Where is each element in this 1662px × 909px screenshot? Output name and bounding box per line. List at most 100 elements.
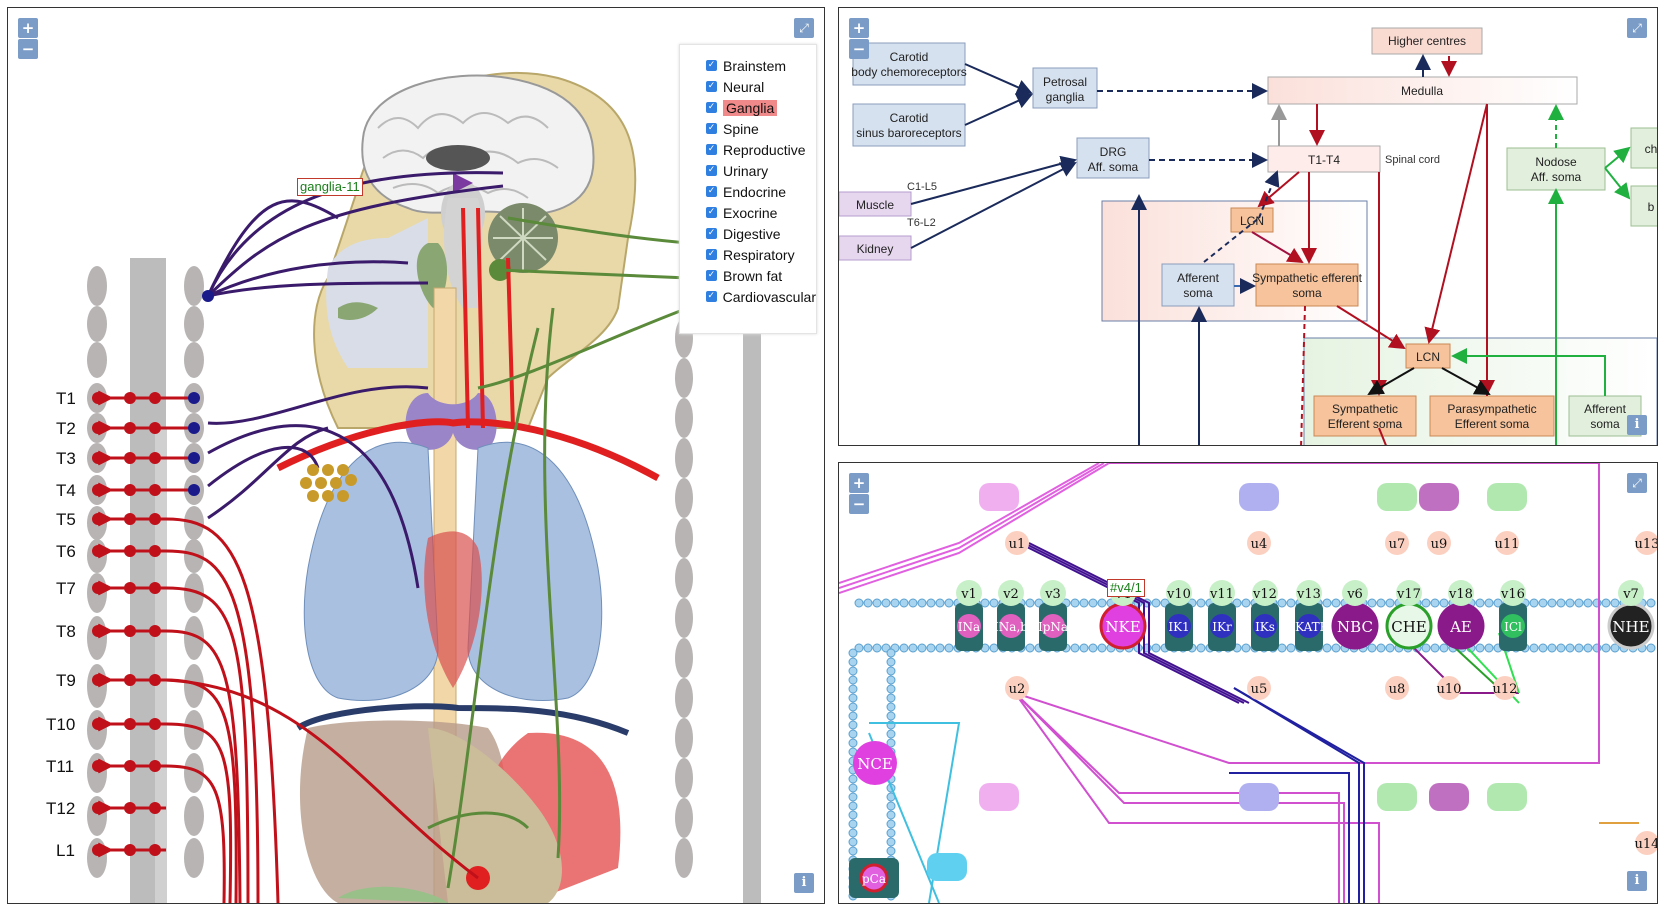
legend-item-urinary[interactable]: ✓Urinary — [680, 160, 816, 181]
lipid-head — [854, 598, 864, 608]
channel-label: INa,b — [994, 620, 1028, 634]
node-v1 — [956, 580, 982, 606]
transporter-label: NKE — [1105, 618, 1140, 636]
lipid-head — [848, 792, 858, 802]
legend-item-spine[interactable]: ✓Spine — [680, 118, 816, 139]
checkbox-icon[interactable]: ✓ — [706, 165, 717, 176]
quantity-bubble — [1239, 783, 1279, 811]
lipid-head — [908, 598, 918, 608]
spine-node — [92, 422, 104, 434]
channel-label: ICl — [1504, 620, 1522, 634]
zoom-in-button[interactable]: + — [849, 473, 869, 493]
spine-node — [149, 760, 161, 772]
spine-node — [124, 513, 136, 525]
lipid-head — [917, 598, 927, 608]
zoom-out-button[interactable]: − — [849, 39, 869, 59]
fullscreen-button[interactable]: ⤢ — [794, 18, 814, 38]
spine-node — [124, 760, 136, 772]
lipid-head — [1376, 643, 1386, 653]
spine-node — [92, 625, 104, 637]
legend-item-exocrine[interactable]: ✓Exocrine — [680, 202, 816, 223]
checkbox-icon[interactable]: ✓ — [706, 102, 717, 113]
lipid-head — [1646, 643, 1656, 653]
checkbox-icon[interactable]: ✓ — [706, 144, 717, 155]
transporter-label: NHE — [1612, 618, 1649, 636]
node-label: v6 — [1346, 587, 1363, 602]
info-button[interactable]: i — [1627, 871, 1647, 891]
lipid-head — [1196, 643, 1206, 653]
node-v2 — [998, 580, 1024, 606]
lipid-head — [886, 819, 896, 829]
spine-level-label: T1 — [56, 389, 76, 408]
lipid-head — [1583, 643, 1593, 653]
legend-item-digestive[interactable]: ✓Digestive — [680, 223, 816, 244]
spine-node — [92, 760, 104, 772]
checkbox-icon[interactable]: ✓ — [706, 123, 717, 134]
node-v6 — [1342, 580, 1368, 606]
legend-item-brown-fat[interactable]: ✓Brown fat — [680, 265, 816, 286]
legend-item-endocrine[interactable]: ✓Endocrine — [680, 181, 816, 202]
lipid-head — [886, 846, 896, 856]
node-label: u2 — [1009, 682, 1026, 697]
fullscreen-button[interactable]: ⤢ — [1627, 18, 1647, 38]
lipid-head — [886, 702, 896, 712]
checkbox-icon[interactable]: ✓ — [706, 291, 717, 302]
spine-node — [149, 674, 161, 686]
lipid-head — [1079, 643, 1089, 653]
lipid-head — [1151, 643, 1161, 653]
lipid-head — [1367, 598, 1377, 608]
checkbox-icon[interactable]: ✓ — [706, 270, 717, 281]
spine-node — [149, 422, 161, 434]
info-button[interactable]: i — [1627, 415, 1647, 435]
legend-item-neural[interactable]: ✓Neural — [680, 76, 816, 97]
lipid-head — [1610, 598, 1620, 608]
spine-node — [149, 802, 161, 814]
spine-node — [124, 545, 136, 557]
lipid-head — [944, 643, 954, 653]
legend-item-brainstem[interactable]: ✓Brainstem — [680, 55, 816, 76]
lipid-head — [886, 693, 896, 703]
node-label: u5 — [1251, 682, 1268, 697]
legend-item-cardiovascular[interactable]: ✓Cardiovascular — [680, 286, 816, 307]
checkbox-icon[interactable]: ✓ — [706, 186, 717, 197]
lipid-head — [1538, 643, 1548, 653]
legend-item-reproductive[interactable]: ✓Reproductive — [680, 139, 816, 160]
lipid-head — [935, 598, 945, 608]
zoom-out-button[interactable]: − — [849, 494, 869, 514]
zoom-out-button[interactable]: − — [18, 39, 38, 59]
node-label: u14 — [1635, 837, 1657, 852]
fullscreen-button[interactable]: ⤢ — [1627, 473, 1647, 493]
checkbox-icon[interactable]: ✓ — [706, 60, 717, 71]
zoom-in-button[interactable]: + — [18, 18, 38, 38]
ganglion-node — [188, 422, 200, 434]
lipid-head — [886, 801, 896, 811]
box-muscle: Muscle — [856, 198, 894, 212]
hover-tooltip: #v4/1 — [1107, 579, 1145, 597]
spine-node — [92, 718, 104, 730]
zoom-in-button[interactable]: + — [849, 18, 869, 38]
checkbox-icon[interactable]: ✓ — [706, 207, 717, 218]
label-t6l2: T6-L2 — [907, 217, 936, 229]
node-label: v2 — [1002, 587, 1019, 602]
legend-item-ganglia[interactable]: ✓Ganglia — [680, 97, 816, 118]
spine-level-label: T10 — [46, 715, 75, 734]
channel-core — [1501, 614, 1525, 638]
legend-item-respiratory[interactable]: ✓Respiratory — [680, 244, 816, 265]
lipid-head — [848, 711, 858, 721]
info-button[interactable]: i — [794, 873, 814, 893]
lipid-head — [1088, 643, 1098, 653]
checkbox-icon[interactable]: ✓ — [706, 249, 717, 260]
lipid-head — [881, 598, 891, 608]
lipid-head — [1475, 643, 1485, 653]
checkbox-icon[interactable]: ✓ — [706, 228, 717, 239]
lipid-head — [1529, 598, 1539, 608]
spine-node — [92, 513, 104, 525]
checkbox-icon[interactable]: ✓ — [706, 81, 717, 92]
channel-label: INa — [958, 620, 980, 634]
